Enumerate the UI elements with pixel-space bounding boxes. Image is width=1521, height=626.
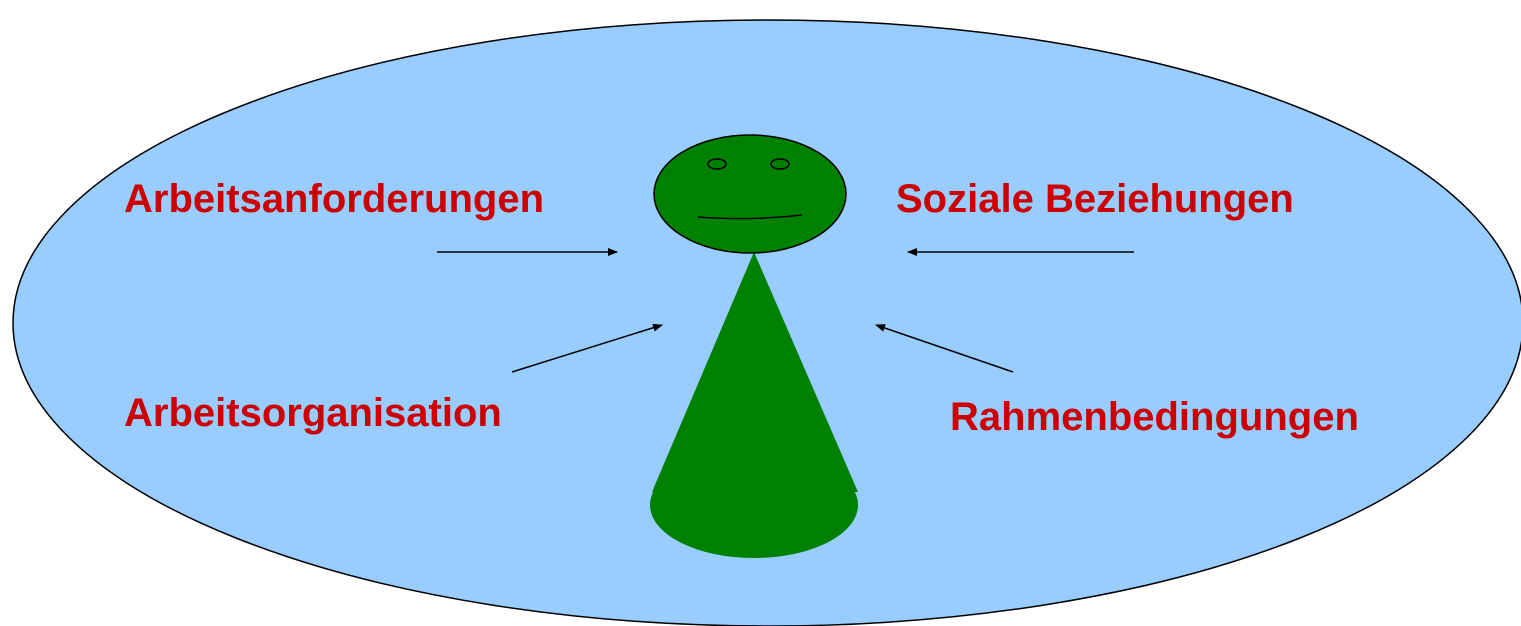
label-rahmenbedingungen: Rahmenbedingungen	[950, 395, 1359, 439]
mouth	[697, 214, 803, 220]
figure-head	[653, 134, 847, 254]
arrow-arbeitsorganisation	[511, 323, 663, 373]
label-soziale-beziehungen: Soziale Beziehungen	[896, 177, 1294, 221]
figure-body	[652, 252, 858, 492]
right-eye	[770, 158, 790, 170]
left-eye	[707, 158, 727, 170]
label-arbeitsanforderungen: Arbeitsanforderungen	[124, 177, 544, 221]
person-figure	[650, 134, 858, 558]
arrow-rahmenbedingungen	[875, 324, 1014, 373]
label-arbeitsorganisation: Arbeitsorganisation	[124, 391, 502, 435]
